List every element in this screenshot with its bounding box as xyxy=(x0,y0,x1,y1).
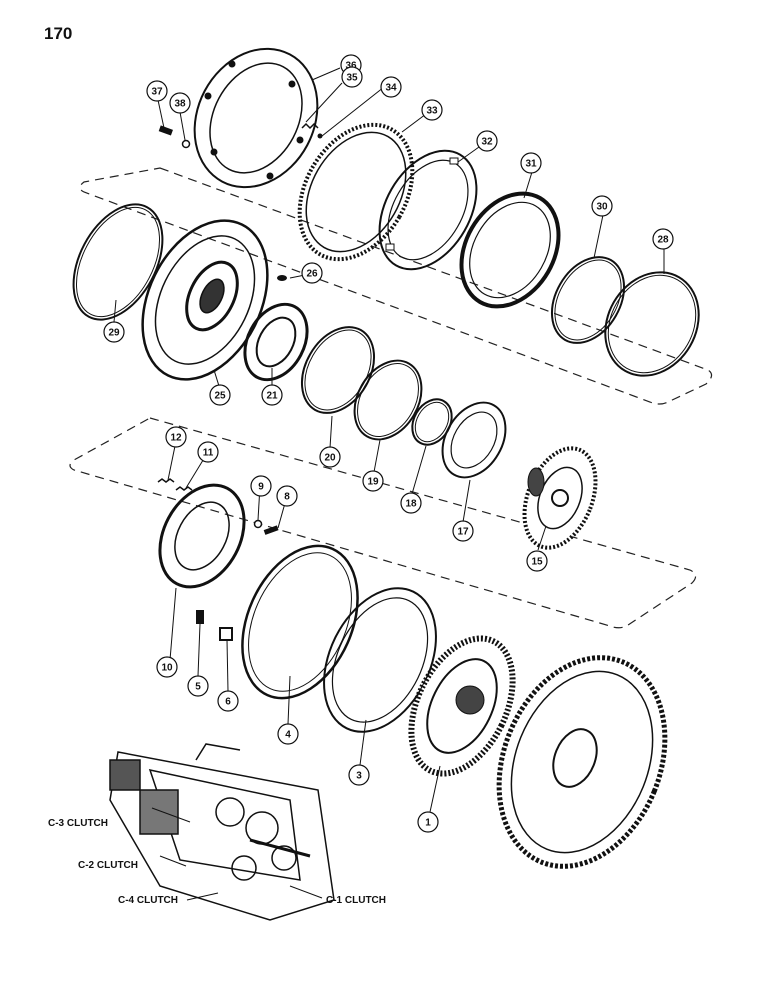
svg-text:18: 18 xyxy=(405,499,417,510)
callout-26: 26 xyxy=(301,262,323,284)
part-36-retainer-plate xyxy=(193,47,319,189)
part-19-seal-ring xyxy=(353,359,423,441)
svg-text:36: 36 xyxy=(345,61,357,72)
part-15-hub-disc xyxy=(522,446,598,550)
svg-text:11: 11 xyxy=(203,448,214,459)
callout-33: 33 xyxy=(421,99,443,121)
svg-text:12: 12 xyxy=(170,433,182,444)
svg-text:1: 1 xyxy=(425,818,431,829)
svg-text:37: 37 xyxy=(151,87,163,98)
flywheel xyxy=(496,655,668,869)
part-9-washer xyxy=(253,519,263,529)
page-number: 170 xyxy=(44,24,73,43)
callout-25: 25 xyxy=(209,384,231,406)
svg-text:15: 15 xyxy=(531,557,543,568)
part-21-piston xyxy=(243,302,309,382)
part-28-seal-ring xyxy=(604,271,700,377)
dashed-group-outline-upper xyxy=(79,167,713,405)
callout-17: 17 xyxy=(452,520,474,542)
callout-35: 35 xyxy=(341,66,363,88)
callout-29: 29 xyxy=(103,321,125,343)
svg-text:20: 20 xyxy=(324,453,336,464)
part-38-washer xyxy=(181,139,191,149)
part-26-plug xyxy=(277,275,287,281)
callout-37: 37 xyxy=(146,80,168,102)
callout-12: 12 xyxy=(165,426,187,448)
svg-text:5: 5 xyxy=(195,682,201,693)
svg-text:4: 4 xyxy=(285,730,291,741)
svg-text:31: 31 xyxy=(525,159,537,170)
callout-21: 21 xyxy=(261,384,283,406)
svg-text:10: 10 xyxy=(161,663,173,674)
clutch-label-c3: C-3 CLUTCH xyxy=(48,818,108,829)
callout-15: 15 xyxy=(526,550,548,572)
callout-11: 11 xyxy=(197,441,219,463)
transmission-assembly xyxy=(109,743,335,921)
part-25-piston-housing xyxy=(141,219,269,381)
callout-34: 34 xyxy=(380,76,402,98)
part-12-spring xyxy=(157,478,175,483)
callout-9: 9 xyxy=(250,475,272,497)
svg-text:19: 19 xyxy=(367,477,379,488)
part-11-spring xyxy=(175,486,193,491)
callout-18: 18 xyxy=(400,492,422,514)
callout-6: 6 xyxy=(217,690,239,712)
callout-4: 4 xyxy=(277,723,299,745)
svg-text:3: 3 xyxy=(356,771,362,782)
svg-text:33: 33 xyxy=(426,106,438,117)
callout-10: 10 xyxy=(156,656,178,678)
svg-text:8: 8 xyxy=(284,492,290,503)
dashed-group-outline-lower xyxy=(69,417,697,629)
part-1-clutch-disc xyxy=(408,635,516,777)
part-8-bolt xyxy=(263,525,279,535)
callout-19: 19 xyxy=(362,470,384,492)
svg-text:32: 32 xyxy=(481,137,493,148)
part-6-nut xyxy=(219,627,233,641)
svg-text:34: 34 xyxy=(385,83,397,94)
svg-text:21: 21 xyxy=(266,391,278,402)
svg-text:9: 9 xyxy=(258,482,264,493)
part-4-seal-ring xyxy=(241,544,359,700)
clutch-label-c4: C-4 CLUTCH xyxy=(118,895,178,906)
part-34-pin xyxy=(317,133,323,139)
svg-text:26: 26 xyxy=(306,269,318,280)
part-37-bolt xyxy=(158,125,173,136)
part-33-friction-disc xyxy=(297,122,415,262)
svg-text:28: 28 xyxy=(657,235,669,246)
callout-38: 38 xyxy=(169,92,191,114)
clutch-label-c1: C-1 CLUTCH xyxy=(326,895,386,906)
clutch-label-c2: C-2 CLUTCH xyxy=(78,860,138,871)
callout-1: 1 xyxy=(417,811,439,833)
part-30-seal-ring xyxy=(550,256,626,344)
callout-28: 28 xyxy=(652,228,674,250)
svg-text:35: 35 xyxy=(346,73,358,84)
svg-text:29: 29 xyxy=(108,328,120,339)
svg-text:6: 6 xyxy=(225,697,231,708)
callout-5: 5 xyxy=(187,675,209,697)
callout-30: 30 xyxy=(591,195,613,217)
callout-8: 8 xyxy=(276,485,298,507)
svg-text:25: 25 xyxy=(214,391,226,402)
callout-3: 3 xyxy=(348,764,370,786)
callout-20: 20 xyxy=(319,446,341,468)
part-10-retainer xyxy=(158,483,246,589)
svg-text:17: 17 xyxy=(457,527,469,538)
part-31-disc xyxy=(459,191,561,309)
part-35-spring xyxy=(301,122,319,130)
callout-32: 32 xyxy=(476,130,498,152)
svg-text:38: 38 xyxy=(174,99,186,110)
part-32-steel-plate xyxy=(378,149,478,271)
svg-text:30: 30 xyxy=(596,202,608,213)
leader-lines xyxy=(113,67,665,901)
part-17-plate xyxy=(441,401,507,479)
callout-31: 31 xyxy=(520,152,542,174)
part-5-bolt xyxy=(196,610,204,624)
